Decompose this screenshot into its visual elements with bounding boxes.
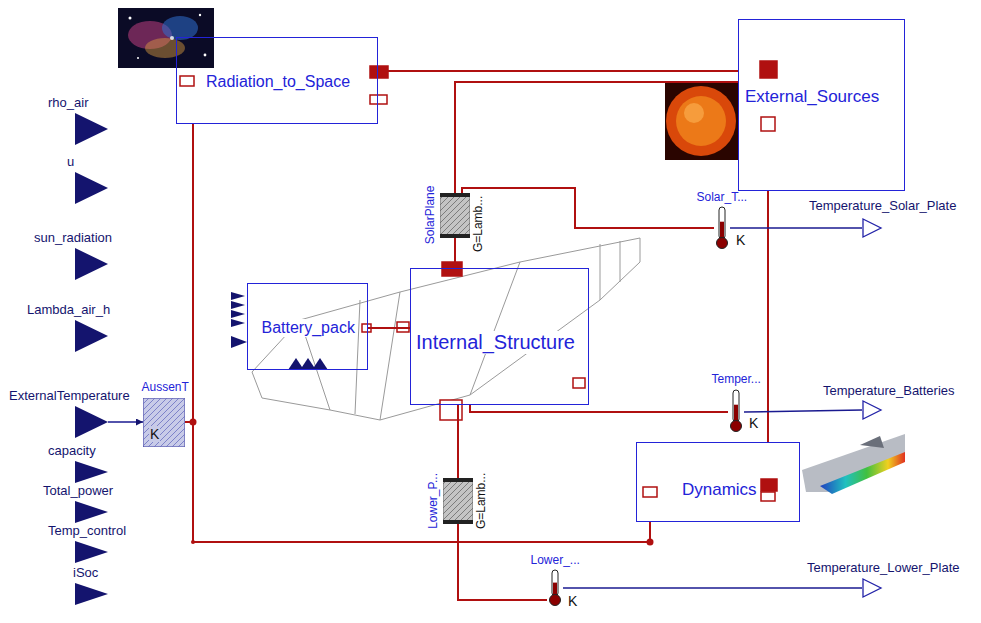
cond-shape bbox=[440, 193, 470, 238]
component-label: SolarPlane bbox=[424, 185, 438, 246]
output-port: Temperature_Lower_Plate bbox=[862, 578, 882, 598]
connector bbox=[457, 405, 459, 478]
temperature-source: AussenTK bbox=[143, 398, 185, 447]
block-label: External_Sources bbox=[744, 87, 880, 107]
in-shape bbox=[75, 113, 108, 145]
sens-shape bbox=[728, 390, 744, 432]
connector bbox=[462, 188, 714, 228]
block-label: Internal_Structure bbox=[415, 331, 576, 354]
signal-name: Temp_control bbox=[47, 524, 127, 539]
in-shape bbox=[75, 461, 108, 483]
in-shape bbox=[75, 320, 108, 352]
in-shape bbox=[75, 406, 108, 438]
input-port: sun_radiation bbox=[75, 248, 108, 280]
component-label: AussenT bbox=[141, 381, 190, 395]
input-port: Temp_control bbox=[75, 541, 108, 563]
space-image bbox=[118, 8, 214, 68]
in-shape bbox=[75, 172, 108, 204]
connector bbox=[454, 238, 456, 268]
block-label: Battery_pack bbox=[261, 319, 356, 337]
signal-name: u bbox=[66, 155, 75, 170]
thermal-conductor: SolarPlaneG=Lamb... bbox=[440, 193, 470, 238]
out-shape bbox=[862, 400, 882, 420]
input-port: iSoc bbox=[75, 583, 108, 605]
in-shape bbox=[75, 501, 108, 523]
out-shape bbox=[862, 578, 882, 598]
input-port: rho_air bbox=[75, 113, 108, 145]
input-port: u bbox=[75, 172, 108, 204]
sensor-label: Solar_T... bbox=[696, 191, 749, 205]
connector bbox=[730, 227, 862, 229]
parameter-label: G=Lamb... bbox=[472, 195, 486, 253]
input-port: Total_power bbox=[75, 501, 108, 523]
model-block: Dynamics bbox=[636, 442, 800, 522]
signal-name: iSoc bbox=[72, 566, 99, 581]
signal-name: ExternalTemperature bbox=[8, 389, 131, 404]
signal-name: capacity bbox=[47, 444, 97, 459]
sun-image bbox=[665, 82, 738, 160]
unit-label: K bbox=[149, 426, 160, 442]
model-block: Internal_Structure bbox=[410, 268, 589, 405]
temperature-sensor: Temper...K bbox=[728, 390, 744, 432]
connector-ports bbox=[180, 61, 777, 501]
connector bbox=[563, 587, 862, 589]
out-shape bbox=[862, 218, 882, 238]
connector bbox=[455, 82, 738, 193]
block-label: Dynamics bbox=[681, 480, 758, 500]
connector bbox=[378, 70, 738, 72]
temperature-sensor: Lower_...K bbox=[547, 570, 563, 606]
sensor-label: Lower_... bbox=[530, 554, 581, 568]
component-label: Lower_P... bbox=[427, 472, 441, 530]
signal-name: Lambda_air_h bbox=[26, 303, 111, 318]
model-block: Radiation_to_Space bbox=[176, 37, 378, 124]
sens-shape bbox=[714, 207, 730, 249]
junction-dots bbox=[190, 419, 654, 546]
signal-name: Temperature_Lower_Plate bbox=[806, 561, 960, 576]
in-shape bbox=[75, 583, 108, 605]
sens-shape bbox=[547, 570, 563, 606]
input-port: Lambda_air_h bbox=[75, 320, 108, 352]
cond-shape bbox=[443, 478, 473, 524]
parameter-label: G=Lamb... bbox=[475, 472, 489, 530]
input-port: capacity bbox=[75, 461, 108, 483]
model-block: Battery_pack bbox=[247, 283, 368, 370]
input-port: ExternalTemperature bbox=[75, 406, 108, 438]
in-shape bbox=[75, 248, 108, 280]
connector bbox=[470, 405, 728, 412]
temperature-sensor: Solar_T...K bbox=[714, 207, 730, 249]
signal-name: Total_power bbox=[42, 484, 114, 499]
connector bbox=[193, 124, 650, 542]
unit-label: K bbox=[567, 593, 578, 609]
model-block: External_Sources bbox=[738, 19, 905, 191]
connector bbox=[744, 410, 862, 412]
signal-name: Temperature_Solar_Plate bbox=[808, 199, 957, 214]
wing-wireframe bbox=[252, 238, 640, 420]
aircraft-image bbox=[802, 434, 905, 494]
connector bbox=[108, 421, 143, 423]
unit-label: K bbox=[748, 415, 759, 431]
signal-name: rho_air bbox=[47, 96, 89, 111]
connector bbox=[185, 422, 650, 542]
block-label: Radiation_to_Space bbox=[205, 73, 351, 91]
in-shape bbox=[75, 541, 108, 563]
connector bbox=[368, 327, 410, 329]
sensor-label: Temper... bbox=[711, 373, 762, 387]
connector bbox=[185, 124, 193, 422]
thermal-conductor: Lower_P...G=Lamb... bbox=[443, 478, 473, 524]
signal-name: Temperature_Batteries bbox=[822, 384, 956, 399]
output-port: Temperature_Solar_Plate bbox=[862, 218, 882, 238]
signal-name: sun_radiation bbox=[33, 231, 113, 246]
output-port: Temperature_Batteries bbox=[862, 400, 882, 420]
unit-label: K bbox=[735, 232, 746, 248]
